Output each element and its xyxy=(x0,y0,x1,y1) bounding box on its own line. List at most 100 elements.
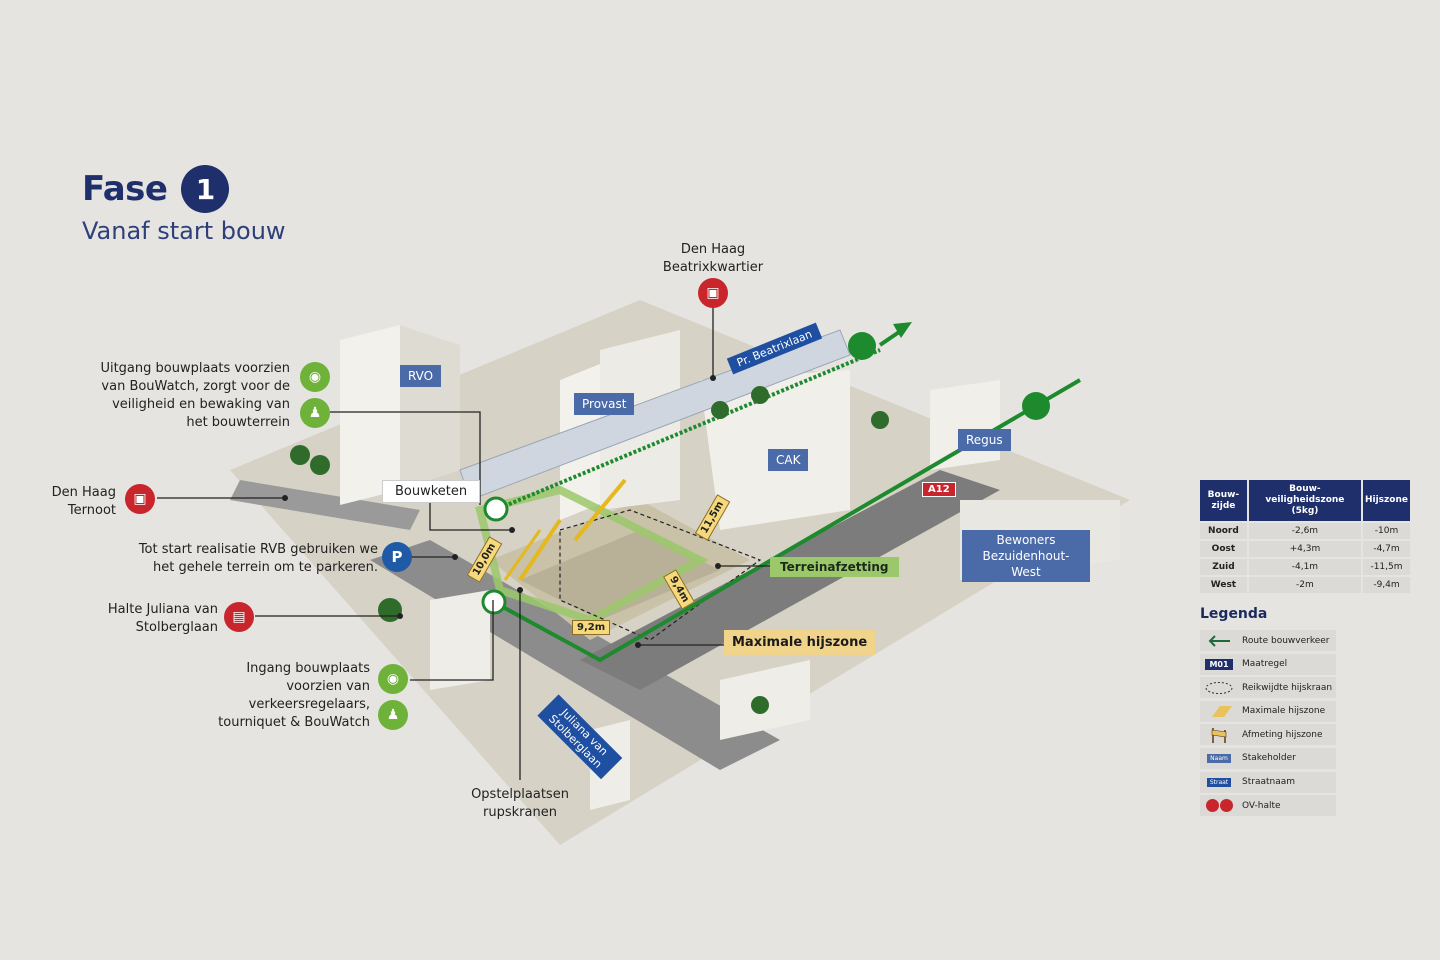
table-cell: West xyxy=(1200,577,1247,593)
title-block: Fase 1 Vanaf start bouw xyxy=(82,165,286,245)
table-cell: -4,7m xyxy=(1362,541,1410,557)
label-ternoot: Den Haag Ternoot xyxy=(51,485,116,518)
crane-3 xyxy=(503,529,542,581)
legend-label: OV-halte xyxy=(1242,800,1281,811)
ov-halte-icon xyxy=(1200,799,1238,813)
table-header: Bouw-zijde xyxy=(1200,480,1247,521)
camera-icon: ◉ xyxy=(300,362,330,392)
zone-terreinafzetting: Terreinafzetting xyxy=(770,557,899,577)
road-a12 xyxy=(580,470,1000,690)
terrain-fence-zone xyxy=(475,485,709,625)
legend-label: Route bouwverkeer xyxy=(1242,635,1330,646)
route-arrow-line xyxy=(878,326,907,347)
table-header: Bouw-veiligheidszone (5kg) xyxy=(1248,480,1361,521)
bus-icon: ▤ xyxy=(224,602,254,632)
legend-label: Reikwijdte hijskraan xyxy=(1242,682,1333,693)
yellow-zone-icon xyxy=(1200,704,1238,718)
table-cell: -2m xyxy=(1248,577,1361,593)
legend-label: Maatregel xyxy=(1242,659,1288,670)
leader-ingang xyxy=(410,600,494,681)
street-tag: Straat xyxy=(1206,777,1232,787)
label-beatrix: Den Haag Beatrixkwartier xyxy=(662,242,764,275)
table-cell: +4,3m xyxy=(1248,541,1361,557)
table-cell: -4,1m xyxy=(1248,559,1361,575)
building-rvo xyxy=(340,325,400,505)
route-bouwverkeer-main xyxy=(489,378,1082,663)
page-subtitle: Vanaf start bouw xyxy=(82,217,286,245)
road-sign-a12: A12 xyxy=(922,482,956,497)
legend-label: Maximale hijszone xyxy=(1242,706,1326,717)
fase-heading: Fase 1 xyxy=(82,165,286,213)
crane-1 xyxy=(518,518,562,582)
legend-label: Afmeting hijszone xyxy=(1242,729,1323,740)
leader-uitgang xyxy=(330,411,481,505)
fase-number-badge: 1 xyxy=(181,165,230,213)
road-west xyxy=(230,480,420,530)
label-bouwketen: Bouwketen xyxy=(382,480,481,503)
table-header: Hijszone xyxy=(1362,480,1410,521)
measure-9-2m: 9,2m xyxy=(572,620,611,635)
table-cell: Oost xyxy=(1200,541,1247,557)
route-bouwverkeer-exit xyxy=(494,348,881,512)
stakeholder-provast: Provast xyxy=(574,393,635,415)
building-regus xyxy=(930,380,1000,470)
security-guard-icon: ♟ xyxy=(300,398,330,428)
exit-junction-circle xyxy=(483,496,509,522)
dashed-ellipse-icon xyxy=(1200,681,1238,695)
building-rvo-side xyxy=(400,325,460,490)
camera-icon-ingang: ◉ xyxy=(378,664,408,694)
legend-item: Route bouwverkeer xyxy=(1200,630,1336,651)
stakeholder-bewoners: Bewoners Bezuidenhout-West xyxy=(962,530,1090,582)
tram-icon-beatrix: ▣ xyxy=(698,278,728,308)
leader-bouwketen xyxy=(429,500,512,531)
label-ingang: Ingang bouwplaats voorzien van verkeersr… xyxy=(218,661,370,730)
tram-icon: ▣ xyxy=(125,484,155,514)
label-parkeren: Tot start realisatie RVB gebruiken we he… xyxy=(138,542,378,575)
table-cell: -9,4m xyxy=(1362,577,1410,593)
crane-2 xyxy=(573,478,627,542)
stakeholder-regus: Regus xyxy=(958,429,1011,451)
traffic-controller-icon: ♟ xyxy=(378,700,408,730)
legend-item: OV-halte xyxy=(1200,795,1336,817)
legend-item: Reikwijdte hijskraan xyxy=(1200,677,1336,699)
legend-item: Afmeting hijszone xyxy=(1200,724,1336,746)
table-cell: -11,5m xyxy=(1362,559,1410,575)
legend: Legenda Route bouwverkeer M01 Maatregel … xyxy=(1200,606,1336,819)
tree xyxy=(290,445,310,465)
table-row: Zuid -4,1m -11,5m xyxy=(1200,559,1410,575)
fase-word: Fase xyxy=(82,169,168,209)
table-row: West -2m -9,4m xyxy=(1200,577,1410,593)
tree xyxy=(310,455,330,475)
entry-junction-circle xyxy=(481,589,507,615)
parking-icon: P xyxy=(382,542,412,572)
tree xyxy=(751,386,769,404)
legend-label: Straatnaam xyxy=(1242,777,1296,788)
pit-floor xyxy=(520,530,720,620)
table-cell: Zuid xyxy=(1200,559,1247,575)
label-halte: Halte Juliana van Stolberglaan xyxy=(107,602,218,635)
legend-item: M01 Maatregel xyxy=(1200,653,1336,675)
tree xyxy=(871,411,889,429)
legend-item: Straat Straatnaam xyxy=(1200,771,1336,793)
safety-zone-table: Bouw-zijde Bouw-veiligheidszone (5kg) Hi… xyxy=(1198,478,1412,595)
building-south xyxy=(430,590,490,690)
legend-item: Maximale hijszone xyxy=(1200,700,1336,722)
table-cell: -10m xyxy=(1362,523,1410,539)
table-cell: Noord xyxy=(1200,523,1247,539)
legend-title: Legenda xyxy=(1200,606,1268,622)
tree xyxy=(711,401,729,419)
table-header-row: Bouw-zijde Bouw-veiligheidszone (5kg) Hi… xyxy=(1200,480,1410,521)
label-uitgang: Uitgang bouwplaats voorzien van BouWatch… xyxy=(100,361,290,430)
stakeholder-rvo: RVO xyxy=(400,365,442,387)
m01-badge: M01 xyxy=(1205,658,1233,670)
tree xyxy=(751,696,769,714)
table-cell: -2,6m xyxy=(1248,523,1361,539)
stakeholder-cak: CAK xyxy=(768,449,809,471)
measure-sign-icon xyxy=(1200,726,1238,744)
arrow-left-icon xyxy=(1200,634,1238,647)
truck-icon xyxy=(848,332,876,360)
legend-label: Stakeholder xyxy=(1242,753,1296,764)
label-opstel: Opstelplaatsen rupskranen xyxy=(471,787,569,820)
table-row: Oost +4,3m -4,7m xyxy=(1200,541,1410,557)
